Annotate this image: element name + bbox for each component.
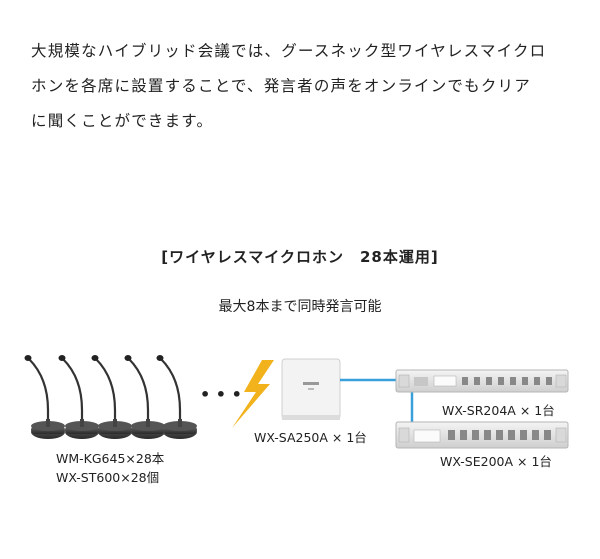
receiver-bottom-device xyxy=(395,421,569,449)
intro-line-1: 大規模なハイブリッド会議では、グースネック型ワイヤレスマイクロ xyxy=(31,42,547,60)
intro-line-2: ホンを各席に設置することで、発言者の声をオンラインでもクリア xyxy=(31,77,531,95)
microphone-icon xyxy=(23,353,67,441)
mic-label-1: WM-KG645×28本 xyxy=(56,451,165,466)
receiver-top-label: WX-SR204A × 1台 xyxy=(442,403,555,418)
connection-lines xyxy=(340,378,414,424)
mic-label-2: WX-ST600×28個 xyxy=(56,470,160,485)
intro-line-3: に聞くことができます。 xyxy=(31,112,214,130)
ellipsis-text: • • • xyxy=(200,385,242,404)
receiver-bottom-label: WX-SE200A × 1台 xyxy=(440,454,552,469)
diagram-title: [ワイヤレスマイクロホン 28本運用] xyxy=(161,248,439,266)
access-point-device xyxy=(281,358,341,420)
microphone-group xyxy=(23,353,199,441)
intro-paragraph: 大規模なハイブリッド会議では、グースネック型ワイヤレスマイクロ ホンを各席に設置… xyxy=(31,34,576,139)
receiver-top-device xyxy=(395,369,569,393)
access-point-label: WX-SA250A × 1台 xyxy=(254,430,367,445)
diagram-subtitle: 最大8本まで同時発言可能 xyxy=(218,299,382,315)
